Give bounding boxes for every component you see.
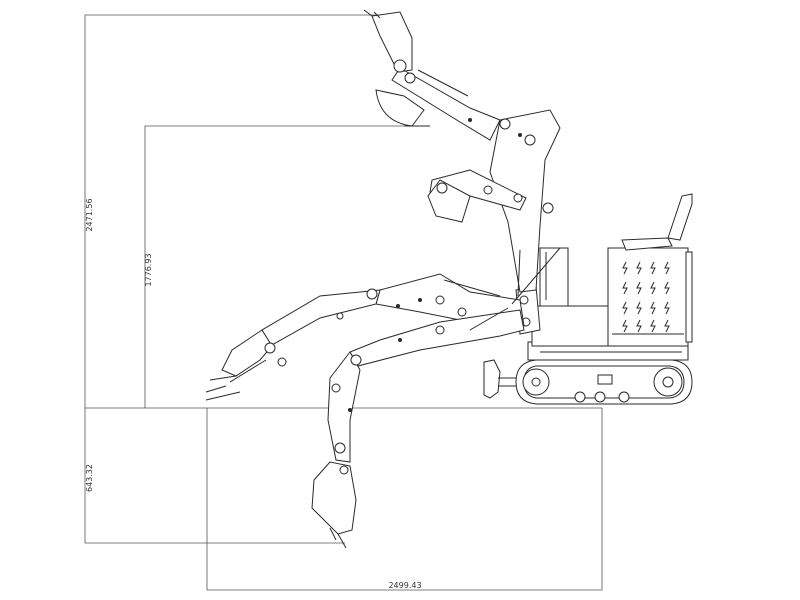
- arm-lowered: [327, 351, 361, 463]
- seat-backrest: [667, 193, 693, 241]
- side-panel: [685, 251, 693, 343]
- depth-dimension-line: [84, 408, 345, 544]
- bucket-dump-curl: [375, 89, 425, 127]
- dump-height-dimension-line: [144, 125, 410, 408]
- machine-body: [483, 193, 693, 405]
- operator-seat: [621, 237, 673, 251]
- boom-lowered: [349, 309, 525, 367]
- reach-dimension-line: [206, 408, 603, 591]
- boom-position-max-height: [363, 9, 561, 293]
- bucket-lowered: [311, 461, 357, 535]
- max-digging-height-label: 2471.56: [85, 198, 94, 231]
- power-unit-cover: [607, 247, 689, 347]
- control-column: [539, 247, 569, 307]
- bucket-raised: [371, 11, 413, 73]
- arm-horizontal: [261, 289, 381, 347]
- hydraulic-cylinders: [443, 247, 561, 331]
- boom-position-max-reach: [205, 273, 525, 401]
- max-dumping-height-label: 1776.93: [144, 253, 153, 286]
- boom-position-dump: [375, 89, 527, 223]
- boom-position-max-depth: [311, 309, 525, 549]
- track-tensioner: [597, 374, 613, 385]
- height-dimension-line: [84, 14, 385, 408]
- max-digging-depth-label: 643.32: [85, 464, 94, 492]
- dozer-blade: [483, 359, 501, 399]
- lightning-pattern: [622, 261, 670, 333]
- upper-house: [531, 305, 609, 347]
- arm-raised: [391, 67, 501, 141]
- max-digging-reach-label: 2499.43: [388, 581, 421, 590]
- bucket-horizontal: [221, 329, 273, 377]
